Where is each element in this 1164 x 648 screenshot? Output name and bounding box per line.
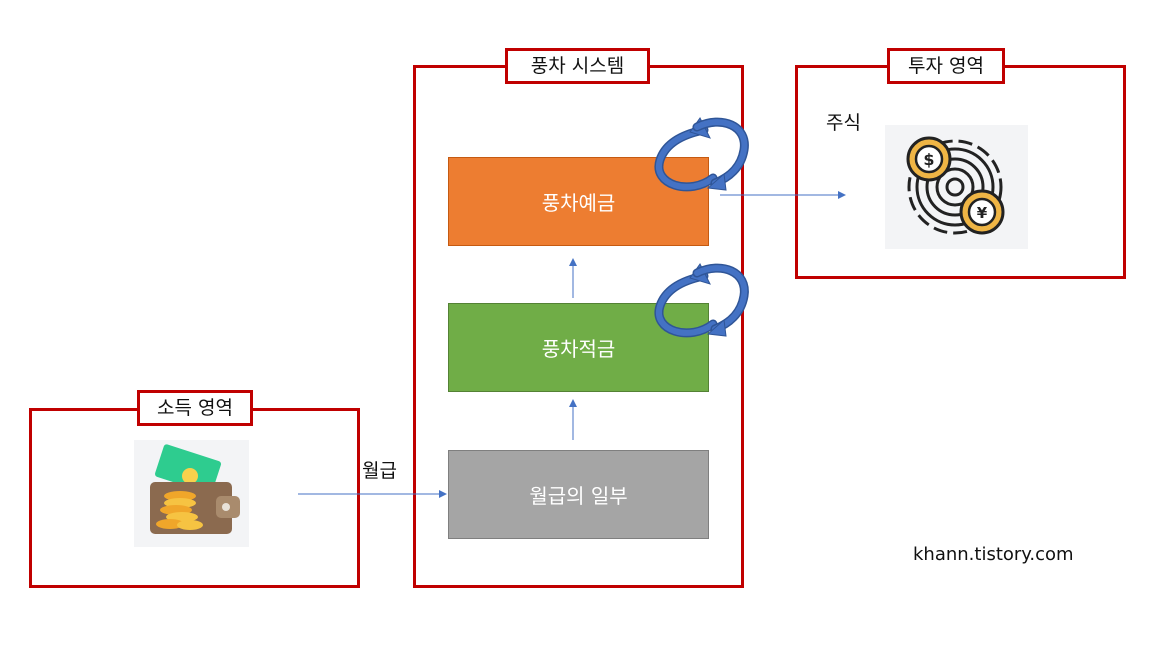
cycle-arrow-icon xyxy=(654,117,749,192)
wallet-coins-icon xyxy=(150,444,240,534)
salary-label: 월급 xyxy=(362,460,397,482)
windmill-deposit-label: 풍차예금 xyxy=(541,191,616,215)
watermark-text: khann.tistory.com xyxy=(913,544,1074,565)
system-region-title: 풍차 시스템 xyxy=(505,48,650,84)
salary-part-label: 월급의 일부 xyxy=(529,484,628,508)
income-region-title: 소득 영역 xyxy=(137,390,253,426)
svg-text:¥: ¥ xyxy=(977,204,988,222)
currency-gear-icon: $ ¥ xyxy=(906,136,1005,235)
windmill-deposit-box: 풍차예금 xyxy=(448,157,709,246)
svg-text:$: $ xyxy=(923,150,934,169)
investment-region-title: 투자 영역 xyxy=(887,48,1005,84)
cycle-arrow-icon xyxy=(654,263,749,338)
stock-label: 주식 xyxy=(826,112,861,134)
windmill-savings-label: 풍차적금 xyxy=(541,337,616,361)
salary-part-box: 월급의 일부 xyxy=(448,450,709,539)
windmill-savings-box: 풍차적금 xyxy=(448,303,709,392)
